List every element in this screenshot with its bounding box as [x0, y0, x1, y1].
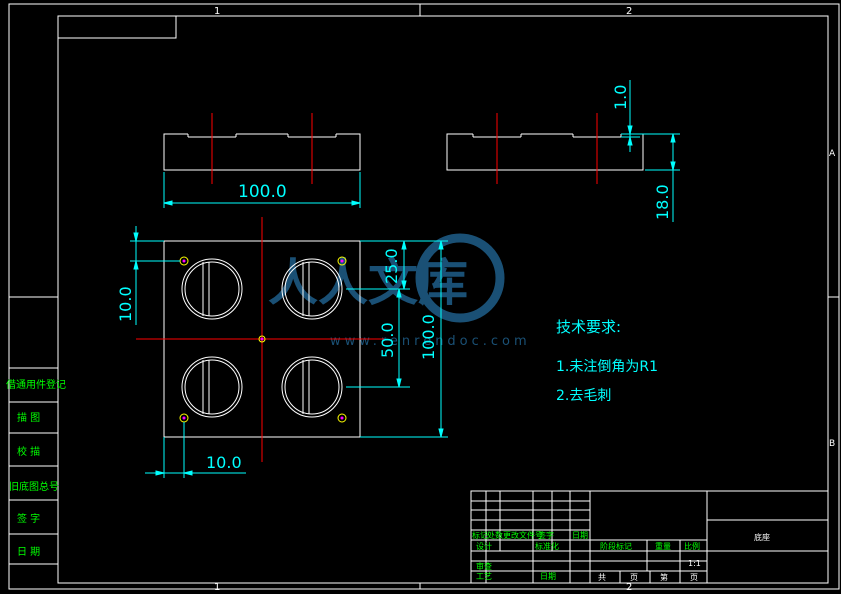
tb-review: 审查	[476, 561, 492, 571]
drawing-frame	[8, 3, 840, 590]
title-block	[470, 490, 829, 584]
dim-top-width: 100.0	[238, 182, 287, 202]
tb-total: 共	[598, 573, 606, 582]
technical-notes: 技术要求: 1.未注倒角为R1 2.去毛刺	[556, 318, 658, 404]
dim-plan-offset-y: 10.0	[116, 286, 135, 322]
tb-scale-value: 1:1	[688, 559, 701, 568]
dim-plan-hole-pitch: 25.0	[382, 248, 401, 284]
tb-scale: 比例	[684, 541, 700, 551]
front-view: 100.0	[163, 113, 361, 208]
zone-label-a: A	[829, 149, 836, 159]
tb-row-label-count: 处数	[487, 530, 503, 540]
tb-sheet-unit: 页	[690, 573, 698, 582]
zone-label-bottom-1: 1	[214, 582, 220, 593]
dim-side-height: 18.0	[653, 184, 672, 220]
zone-label-top-1: 1	[214, 6, 220, 17]
tb-standardization: 标准化	[535, 541, 559, 551]
dim-side-gap: 1.0	[611, 85, 630, 110]
watermark-url: www.renrendoc.com	[330, 334, 531, 349]
watermark: 人人文库 www.renrendoc.com	[268, 233, 531, 349]
left-col-label-2: 校 描	[17, 445, 40, 458]
tb-sheet: 第	[660, 572, 668, 582]
left-col-label-1: 描 图	[17, 411, 40, 424]
tb-process: 工艺	[476, 572, 492, 581]
side-view: 1.0 18.0	[446, 80, 680, 222]
tb-total-unit: 页	[630, 573, 638, 582]
tb-row-label-sign: 签字	[538, 530, 554, 540]
dim-plan-height-total: 100.0	[419, 314, 438, 360]
zone-label-top-2: 2	[626, 6, 632, 17]
tb-weight: 重量	[655, 541, 671, 551]
tb-drawing-name: 底座	[754, 532, 770, 542]
tb-date: 日期	[540, 572, 556, 581]
notes-item-2: 2.去毛刺	[556, 388, 611, 404]
left-col-label-3: 旧底图总号	[9, 480, 59, 493]
left-record-column	[8, 367, 59, 565]
tb-stage-mark: 阶段标记	[600, 541, 632, 551]
left-col-label-5: 日 期	[17, 546, 40, 558]
tb-row-label-date: 日期	[572, 531, 588, 540]
dim-plan-height-mid: 50.0	[378, 322, 397, 358]
plan-view: 10.0 10.0 25.0 50.0 100.0	[116, 217, 448, 478]
left-col-label-4: 签 字	[17, 512, 40, 525]
notes-item-1: 1.未注倒角为R1	[556, 359, 658, 375]
zone-label-bottom-2: 2	[626, 582, 632, 593]
left-col-label-0: 借通用件登记	[6, 378, 66, 391]
tb-row-label-mark: 标记	[472, 530, 488, 540]
tb-design: 设计	[476, 541, 492, 551]
zone-label-b: B	[829, 439, 835, 449]
tb-row-label-change: 更改文件号	[503, 530, 543, 540]
notes-title: 技术要求:	[556, 318, 621, 336]
dim-plan-offset-x: 10.0	[206, 453, 242, 472]
